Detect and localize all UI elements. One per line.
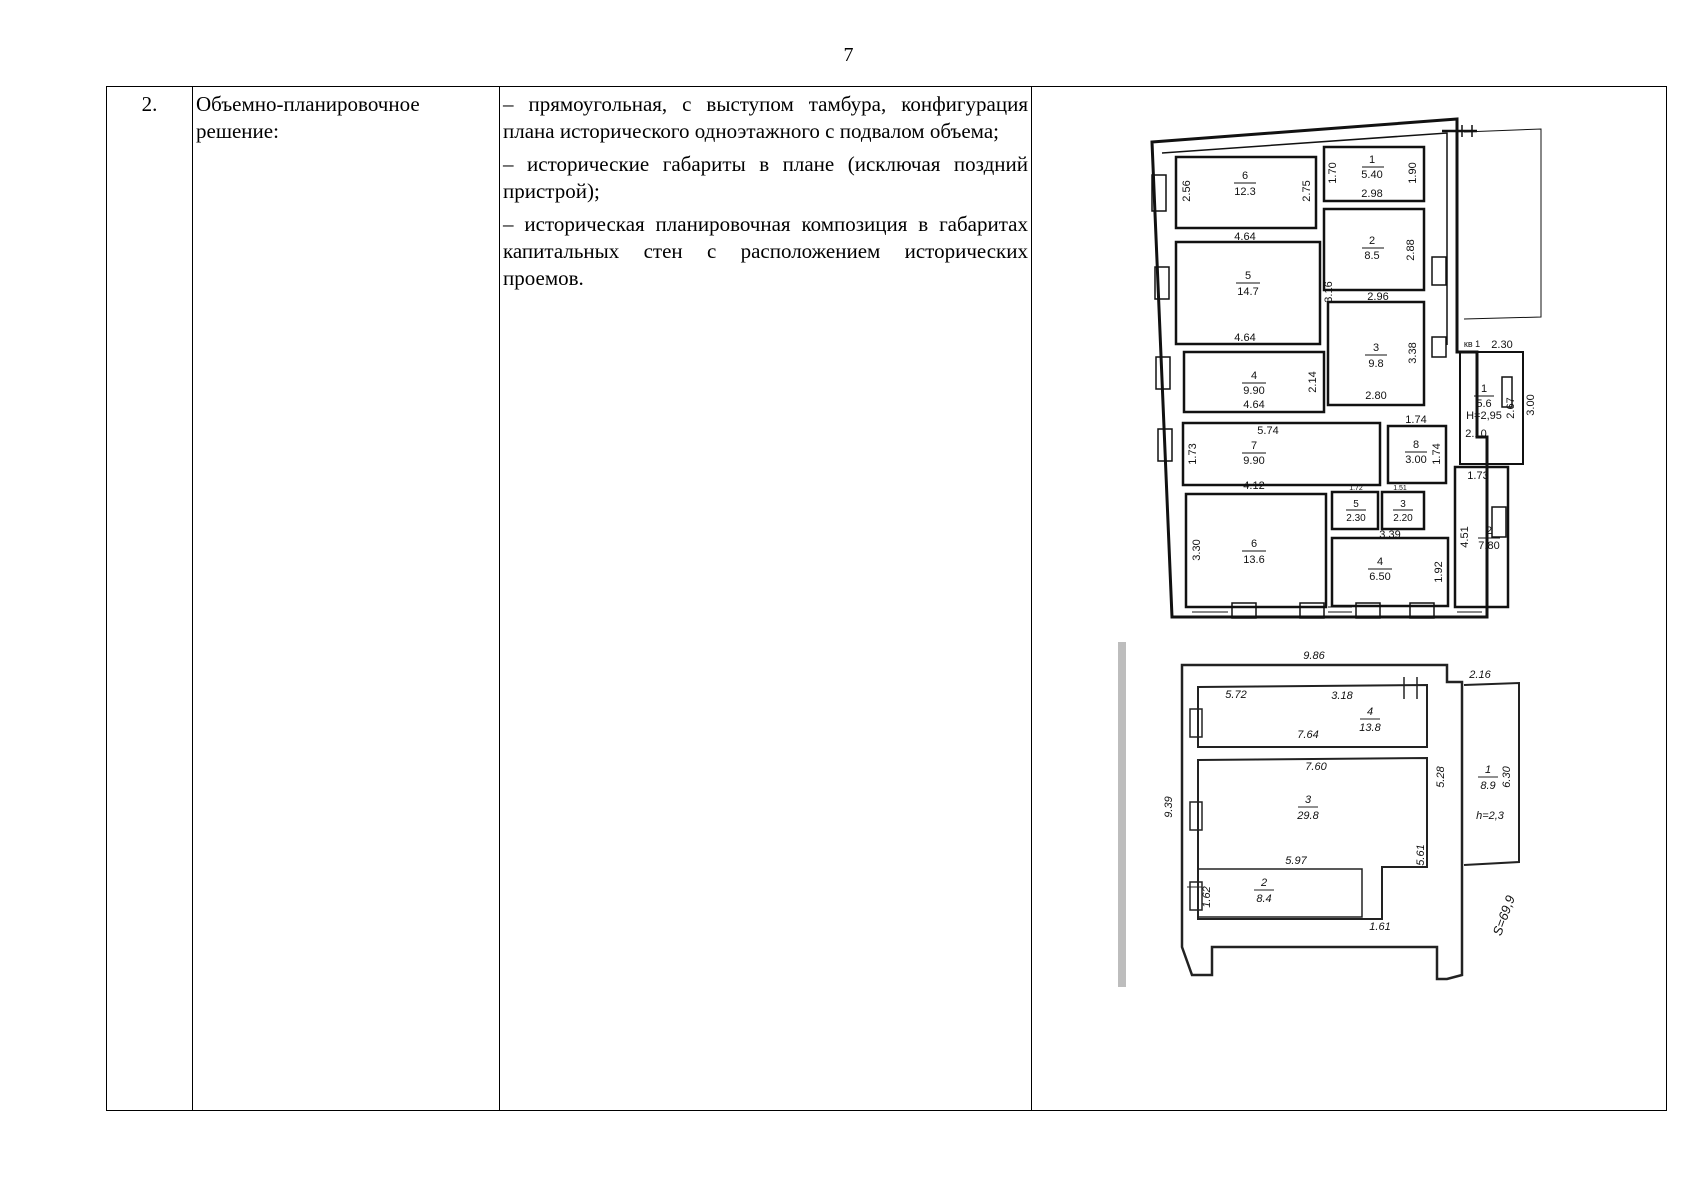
room-number: 1	[1481, 383, 1487, 395]
dimension-label: 5.28	[1435, 765, 1447, 787]
room-number: 1	[1485, 764, 1491, 776]
description-item: – историческая планировочная композиция …	[503, 212, 1028, 290]
dimension-label: 1.73	[1187, 443, 1199, 464]
dimension-label: 1.90	[1407, 162, 1419, 183]
scan-edge	[1118, 642, 1126, 987]
room-number: 2	[1369, 235, 1375, 247]
description-item: – прямоугольная, с выступом тамбура, кон…	[503, 92, 1028, 143]
dimension-label: 3.38	[1407, 342, 1419, 363]
room-number: 5	[1353, 499, 1359, 510]
basement-plan-labels: 9.86 2.16 5.72 3.18 7.64 7.60 5.97 9.39 …	[1163, 650, 1518, 938]
dimension-label: 4.64	[1243, 399, 1264, 411]
upper-floor-plan	[1150, 117, 1542, 619]
features-table: 2. Объемно-планировочное решение: – прям…	[106, 86, 1667, 1111]
dimension-label: 3.39	[1379, 529, 1400, 541]
dimension-label: 2.98	[1361, 188, 1382, 200]
feature-description: – прямоугольная, с выступом тамбура, кон…	[499, 86, 1032, 1111]
room-area: 8.4	[1256, 893, 1271, 905]
room-number: 7	[1251, 440, 1257, 452]
height-label: Н=2,95	[1466, 410, 1502, 422]
room-number: 4	[1377, 556, 1383, 568]
height-label: h=2,3	[1476, 810, 1505, 822]
dimension-label: 6.30	[1501, 765, 1513, 787]
room-number: 2	[1260, 877, 1267, 889]
feature-name: Объемно-планировочное решение:	[192, 86, 500, 1111]
dimension-label: 3.00	[1525, 394, 1537, 415]
dimension-label: 2.96	[1367, 291, 1388, 303]
dimension-label: 1.73	[1467, 470, 1488, 482]
dimension-label: 2.80	[1365, 390, 1386, 402]
dimension-label: 5.97	[1285, 855, 1307, 867]
dimension-label: 4.12	[1243, 480, 1264, 492]
room-number: 3	[1400, 499, 1406, 510]
room-number: 5	[1245, 270, 1251, 282]
basement-floor-plan	[1118, 642, 1520, 987]
room-area: 2.20	[1393, 513, 1413, 524]
room-area: 8.9	[1480, 780, 1495, 792]
dimension-label: 1.74	[1431, 443, 1443, 464]
total-area-label: S=69,9	[1490, 893, 1518, 937]
dimension-label: 2.16	[1468, 669, 1491, 681]
apartment-label: кв 1	[1464, 339, 1480, 349]
dimension-label: 7.60	[1305, 761, 1327, 773]
dimension-label: 3.18	[1331, 690, 1353, 702]
dimension-label: 9.86	[1303, 650, 1325, 662]
dimension-label: 2.10	[1465, 428, 1486, 440]
upper-plan-labels: 6 12.3 1 5.40 2 8.5 5 14.7 3 9.8 4	[1181, 154, 1537, 583]
dimension-label: 3.16	[1323, 281, 1335, 302]
room-area: 13.8	[1359, 722, 1381, 734]
dimension-label: 4.64	[1234, 231, 1255, 243]
room-number: 6	[1242, 170, 1248, 182]
room-number: 4	[1367, 706, 1373, 718]
dimension-label: 2.56	[1181, 180, 1193, 201]
room-area: 6.50	[1369, 571, 1390, 583]
room-area: 9.8	[1368, 358, 1383, 370]
room-area: 7.80	[1478, 540, 1499, 552]
room-area: 9.90	[1243, 455, 1264, 467]
room-area: 5.6	[1476, 398, 1491, 410]
room-number: 1	[1369, 154, 1375, 166]
room-area: 3.00	[1405, 454, 1426, 466]
dimension-label: 1.92	[1433, 561, 1445, 582]
room-number: 3	[1305, 794, 1312, 806]
dimension-label: 1.72	[1349, 485, 1363, 492]
dimension-label: 2.88	[1405, 239, 1417, 260]
room-area: 13.6	[1243, 554, 1264, 566]
dimension-label: 7.64	[1297, 729, 1318, 741]
room-number: 3	[1373, 342, 1379, 354]
table-row: 2. Объемно-планировочное решение: – прям…	[106, 86, 1667, 1111]
room-area: 8.5	[1364, 250, 1379, 262]
room-number: 2	[1486, 525, 1492, 537]
dimension-label: 1.74	[1405, 414, 1426, 426]
dimension-label: 5.72	[1225, 689, 1246, 701]
dimension-label: 5.74	[1257, 425, 1278, 437]
room-number: 4	[1251, 370, 1257, 382]
dimension-label: 1.62	[1201, 886, 1213, 907]
dimension-label: 3.30	[1191, 539, 1203, 560]
room-area: 12.3	[1234, 186, 1255, 198]
row-number: 2.	[106, 86, 193, 1111]
dimension-label: 1.61	[1369, 921, 1390, 933]
room-area: 14.7	[1237, 286, 1258, 298]
room-area: 29.8	[1296, 810, 1319, 822]
room-area: 9.90	[1243, 385, 1264, 397]
dimension-label: 5.61	[1415, 844, 1427, 865]
dimension-label: 2.14	[1307, 371, 1319, 392]
room-number: 6	[1251, 538, 1257, 550]
dimension-label: 1.70	[1327, 162, 1339, 183]
page-number: 7	[843, 44, 854, 66]
description-item: – исторические габариты в плане (исключа…	[503, 152, 1028, 203]
dimension-label: 2.30	[1491, 339, 1512, 351]
dimension-label: 2.75	[1301, 180, 1313, 201]
floor-plans-cell: 6 12.3 1 5.40 2 8.5 5 14.7 3 9.8 4	[1031, 86, 1667, 1111]
dimension-label: 4.64	[1234, 332, 1255, 344]
room-area: 5.40	[1361, 169, 1382, 181]
dimension-label: 2.67	[1505, 397, 1517, 418]
dimension-label: 4.51	[1459, 526, 1471, 547]
room-area: 2.30	[1346, 513, 1366, 524]
dimension-label: 9.39	[1163, 796, 1175, 817]
room-number: 8	[1413, 439, 1419, 451]
dimension-label: 1.51	[1393, 485, 1407, 492]
floor-plans: 6 12.3 1 5.40 2 8.5 5 14.7 3 9.8 4	[1118, 117, 1542, 987]
